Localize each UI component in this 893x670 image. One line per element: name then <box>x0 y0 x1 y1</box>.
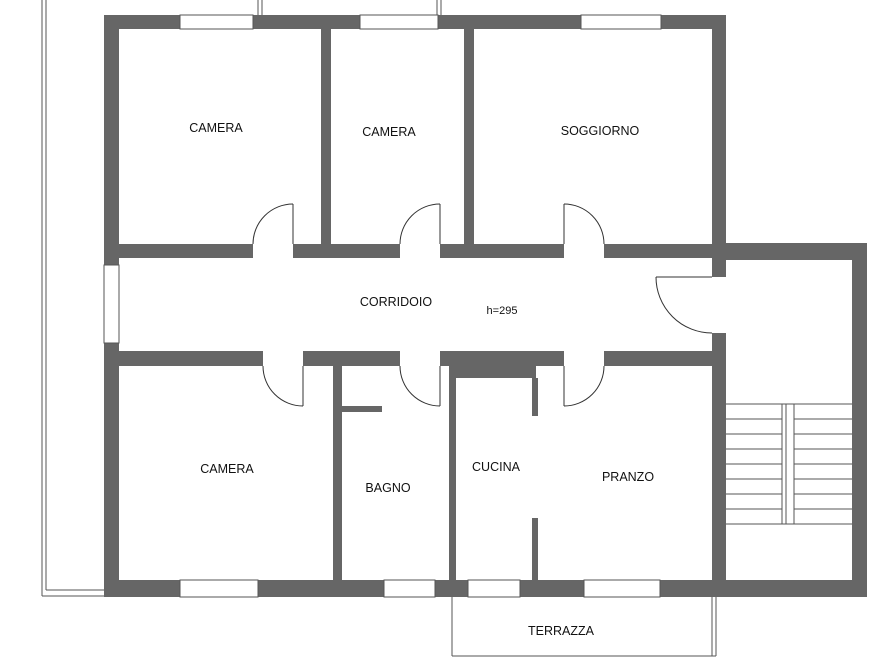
window-bottom-2 <box>383 579 436 598</box>
doors <box>252 203 713 407</box>
room-label-camera-n: CAMERA <box>362 125 416 139</box>
window-top-1 <box>179 14 254 30</box>
window-top-3 <box>580 14 662 30</box>
room-label-corridoio: CORRIDOIO <box>360 295 433 309</box>
room-label-bagno: BAGNO <box>365 481 410 495</box>
terrace <box>451 597 717 657</box>
window-top-2 <box>359 14 439 30</box>
stair <box>726 403 852 525</box>
room-label-soggiorno: SOGGIORNO <box>561 124 640 138</box>
room-label-camera-nw: CAMERA <box>189 121 243 135</box>
room-label-camera-sw: CAMERA <box>200 462 254 476</box>
window-bottom-3 <box>467 579 521 598</box>
walls <box>104 15 867 597</box>
room-label-terrazza: TERRAZZA <box>528 624 595 638</box>
room-label-cucina: CUCINA <box>472 460 521 474</box>
window-bottom-4 <box>583 579 661 598</box>
window-left <box>103 264 120 344</box>
window-bottom-1 <box>179 579 259 598</box>
ceiling-height-label: h=295 <box>487 305 518 317</box>
site-lines <box>41 0 442 597</box>
windows <box>103 14 662 598</box>
room-label-pranzo: PRANZO <box>602 470 654 484</box>
